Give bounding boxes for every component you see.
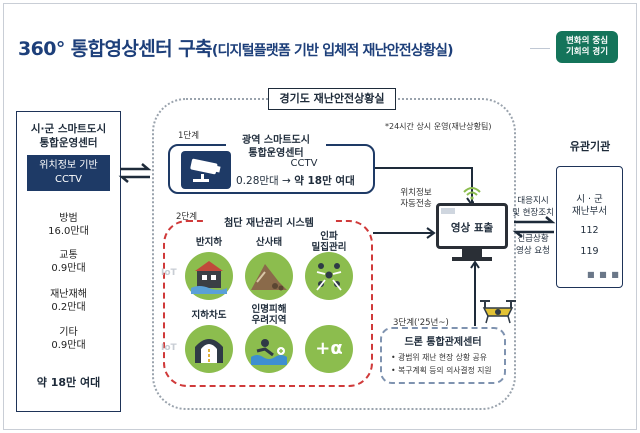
stage2-tag: 2단계 [176,212,198,222]
category-crime: 방범 16.0만대 [48,213,89,237]
monitor-badge [441,208,455,214]
stage2-title: 첨단 재난관리 시스템 [205,214,333,229]
cell-label-underpass: 지하차도 [191,310,227,321]
cctv-label: CCTV [290,158,318,169]
underpass-icon [185,325,233,373]
crowd-icon [305,252,353,300]
iot-label: IoT [161,268,177,278]
stage3-tag: 3단계('25년~) [393,318,449,328]
cctv-camera-icon [181,151,231,189]
stage3-item: • 광범위 재난 현장 상황 공유 [391,353,487,362]
left-title-line2: 통합운영센터 [39,137,98,149]
drone-connector-icon [470,260,480,326]
monitor-stand [462,249,482,258]
landslide-icon [245,252,293,300]
cell-label-semibasement: 반지하 [195,237,223,248]
stage1-tag: 1단계 [178,131,200,141]
category-disaster: 재난재해 0.2만대 [50,289,87,313]
emergency-112: 112 [580,225,599,236]
connector-arrow-icon [373,227,436,239]
cell-label-landslide: 산사태 [255,237,283,248]
left-panel-title: 시·군 스마트도시 통합운영센터 [16,122,121,150]
more-dots: ■ ■ ■ [587,270,620,279]
logo-line1: 변화의 중심 [565,36,609,46]
iot-label: IoT [161,343,177,353]
operation-note: *24시간 상시 운영(재난상황팀) [385,122,492,131]
logo-line2: 기회의 경기 [565,47,609,57]
badge-line1: 위치정보 기반 [39,160,98,171]
category-other: 기타 0.9만대 [51,327,86,351]
double-arrow-icon [118,163,152,183]
stage3-item: • 복구계획 등의 의사결정 지원 [391,366,492,375]
right-panel-title: 유관기관 [569,140,611,153]
left-title-line1: 시·군 스마트도시 [30,123,107,135]
cctv-count: 0.28만대 → 약 18만 여대 [236,175,355,187]
wifi-icon [463,187,481,200]
title-sub: (디지털플랫폼 기반 입체적 재난안전상황실) [211,43,454,59]
video-request-label: 긴급상황 영상 요청 [516,234,550,256]
cell-label-casualty: 인명피해 우려지역 [251,304,287,326]
title-divider [530,48,550,49]
left-total: 약 18만 여대 [36,376,101,389]
stage3-title: 드론 통합관제센터 [404,337,482,348]
flood-person-icon [245,325,293,373]
double-arrow-icon [512,216,556,238]
right-panel [556,166,623,288]
badge-line2: CCTV [55,174,82,185]
video-display-label: 영상 표출 [450,222,494,234]
emergency-119: 119 [580,246,599,257]
stage1-title: 광역 스마트도시 통합운영센터 [226,134,326,160]
cctv-badge: 위치정보 기반 CCTV [27,155,110,191]
monitor-base [452,257,492,261]
auto-transfer-label: 위치정보 자동전송 [400,188,432,209]
category-traffic: 교통 0.9만대 [51,250,86,274]
right-panel-dept: 시 · 군 재난부서 [572,194,607,217]
stage3-box [380,327,506,384]
semibasement-icon [185,252,233,300]
plus-alpha-icon: +α [305,325,353,373]
drone-icon [480,300,516,324]
response-label: 대응지시 및 현장조치 [512,196,554,218]
page-title: 360° 통합영상센터 구축(디지털플랫폼 기반 입체적 재난안전상황실) [18,34,454,61]
page-frame [3,3,637,430]
title-main: 360° 통합영상센터 구축 [18,38,212,60]
cell-label-crowd: 인파 밀집관리 [311,231,347,253]
gyeonggi-logo: 변화의 중심 기회의 경기 [556,31,618,63]
main-container-label: 경기도 재난안전상황실 [268,88,396,110]
